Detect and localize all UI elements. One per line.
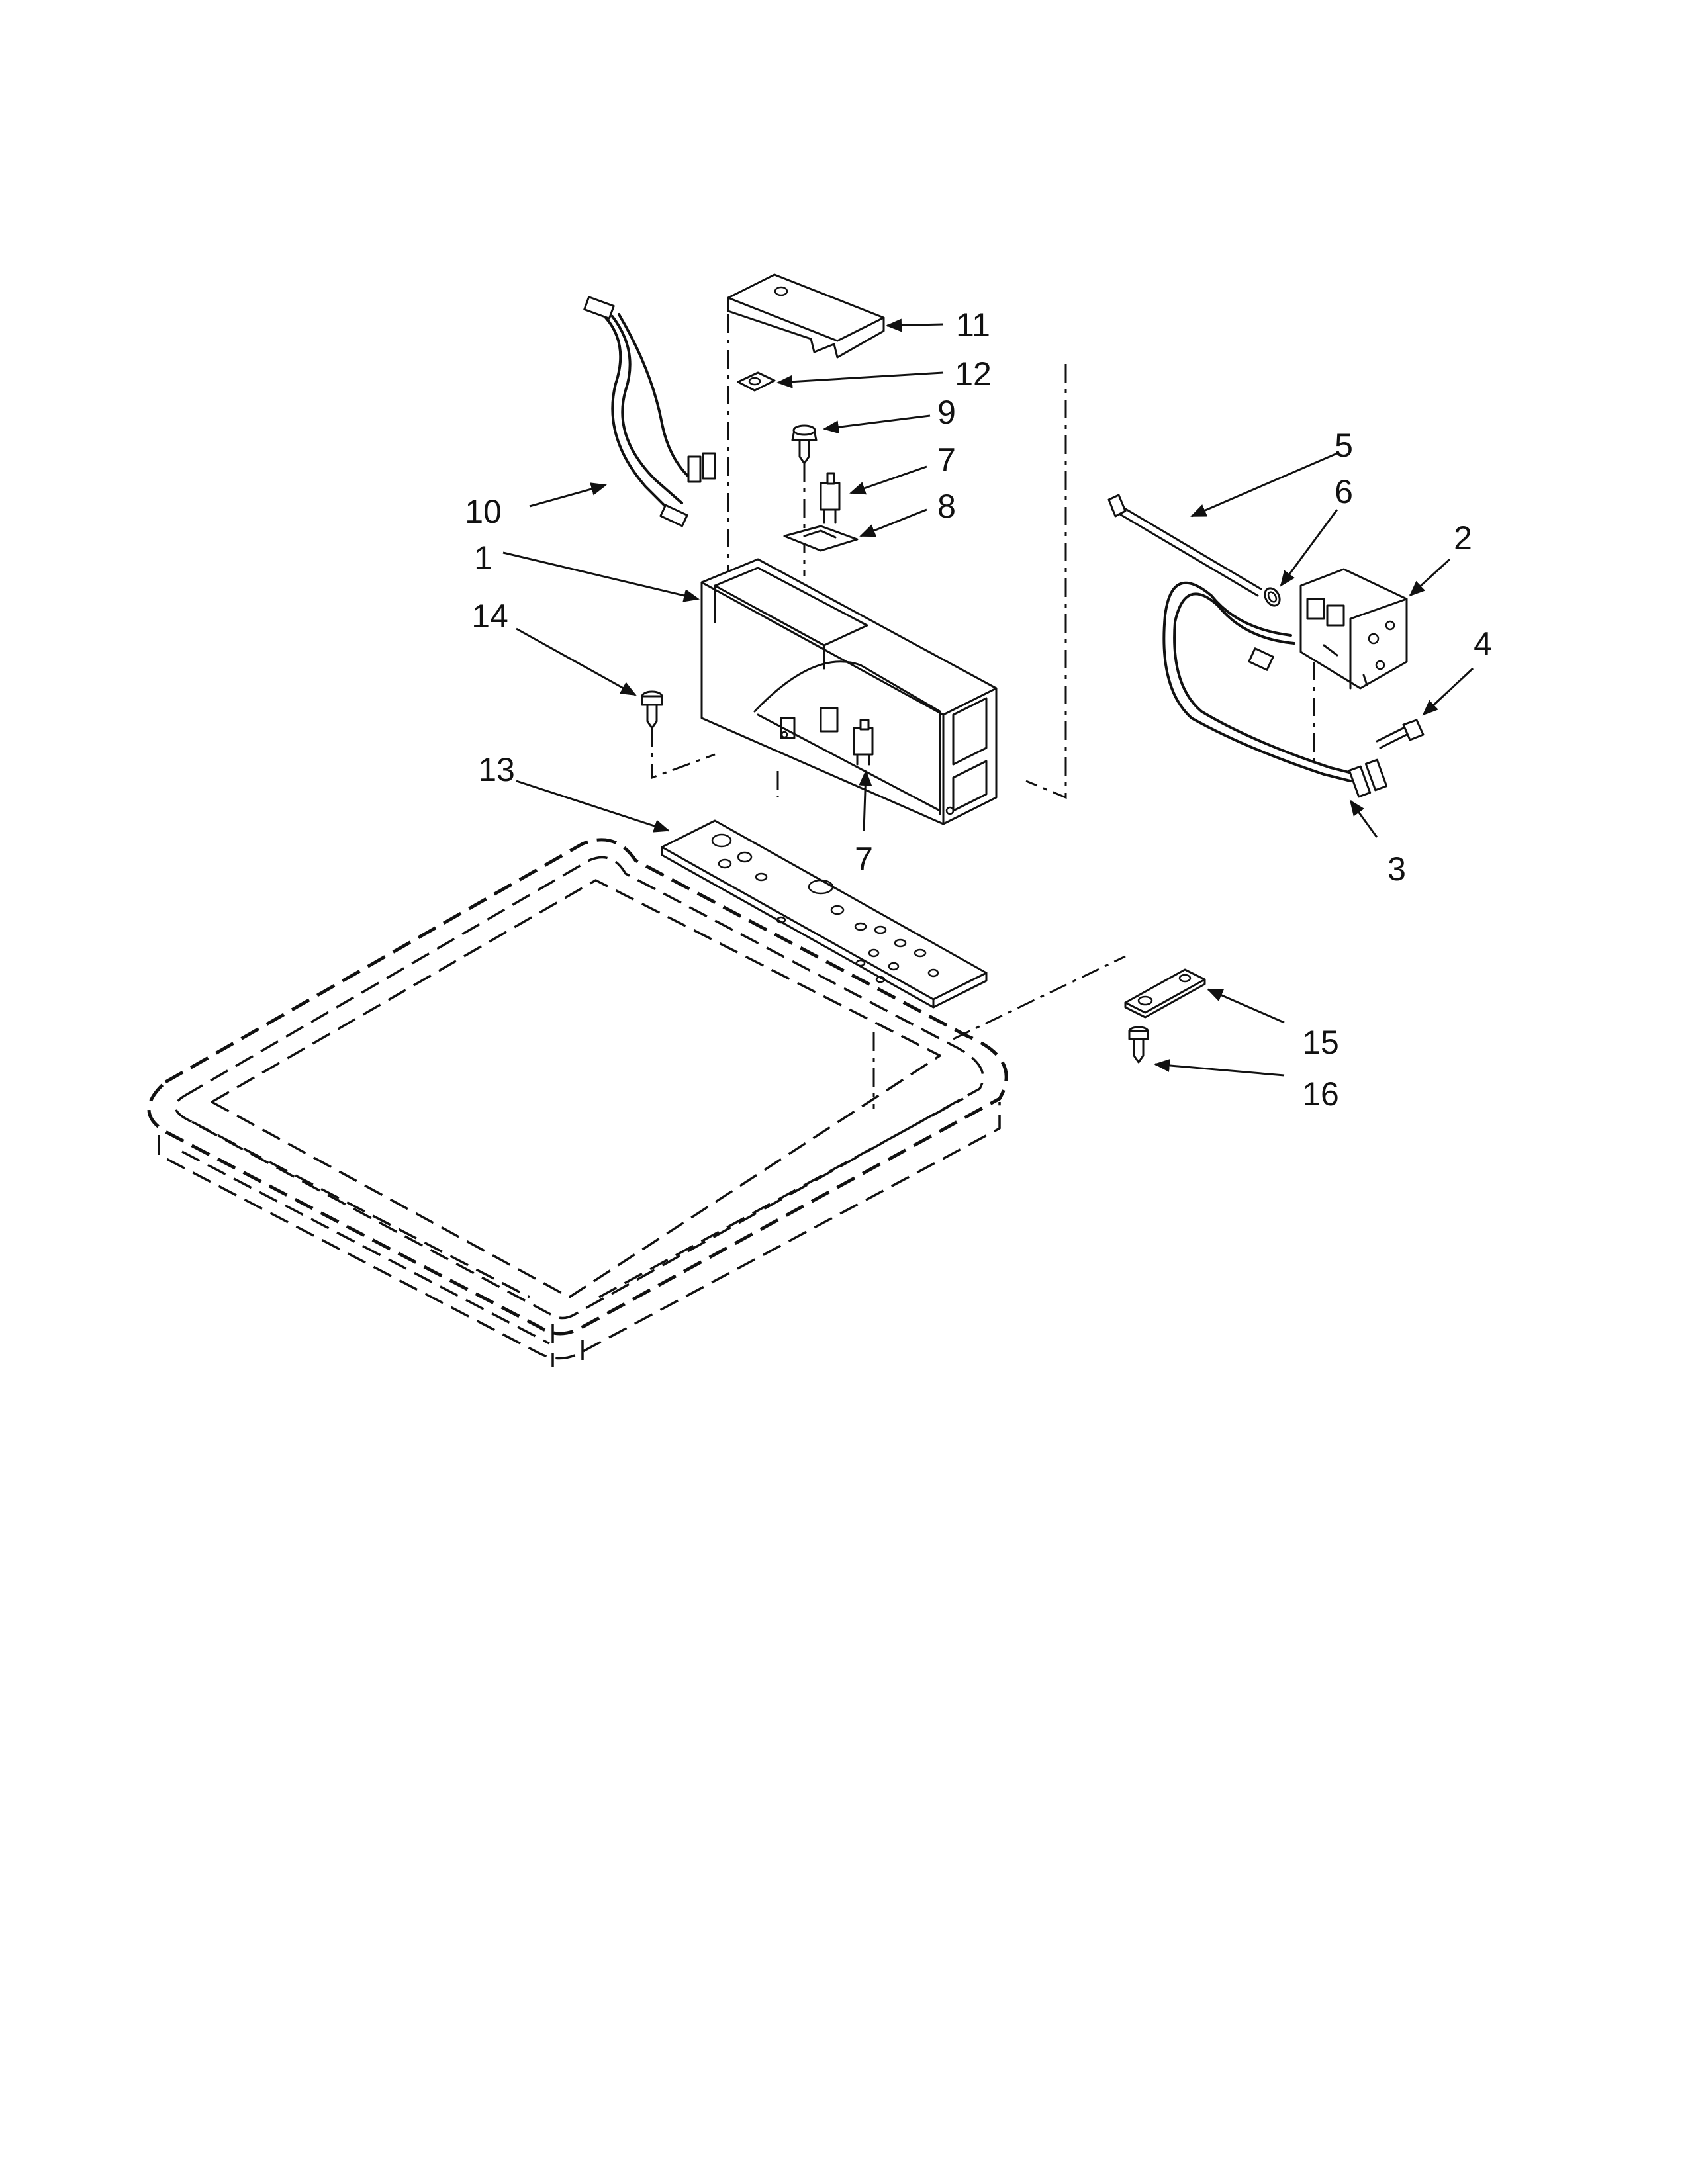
leader-2: [1409, 558, 1451, 597]
part-2-control-assembly: [1299, 568, 1408, 690]
callout-5: 5: [1335, 427, 1353, 464]
leader-1: [502, 551, 700, 602]
leader-7-upper: [849, 465, 927, 495]
part-7-switch-lower: [853, 719, 874, 766]
callout-2: 2: [1454, 520, 1472, 557]
leader-16: [1154, 1058, 1285, 1077]
callout-13: 13: [478, 751, 515, 788]
part-1-console-box: [700, 558, 998, 825]
part-5-shaft: [1107, 494, 1262, 597]
washer-top-frame-phantom: [147, 838, 1008, 1367]
callout-6: 6: [1335, 473, 1353, 510]
part-14-screw: [641, 690, 663, 729]
leader-4: [1422, 667, 1474, 716]
part-8-plate: [783, 525, 859, 552]
part-15-bracket: [1124, 968, 1206, 1019]
assembly-reference-lines: [651, 314, 1315, 1109]
leader-12: [776, 371, 944, 388]
callout-7-lower: 7: [855, 841, 873, 878]
leader-11: [886, 318, 944, 332]
callout-1: 1: [474, 539, 492, 576]
part-9-screw: [791, 424, 818, 465]
leader-8: [859, 508, 927, 537]
callout-7-upper: 7: [937, 441, 956, 478]
leader-15: [1207, 988, 1285, 1024]
callout-9: 9: [937, 394, 956, 431]
part-3-power-cord: [1162, 581, 1388, 798]
part-10-wire-harness: [583, 296, 716, 527]
part-4-screw: [1376, 719, 1425, 749]
leader-7-lower: [859, 770, 872, 831]
part-16-screw: [1128, 1026, 1149, 1064]
part-6-ring: [1264, 587, 1281, 607]
leader-6: [1280, 509, 1338, 587]
callout-15: 15: [1302, 1024, 1339, 1061]
part-12-clip: [737, 371, 776, 392]
leader-3: [1349, 799, 1378, 838]
leader-13: [516, 780, 670, 833]
callout-labels: 1 2 3 4 5 6 7 7 8 9 10 11 12 13 14 15 16: [465, 306, 1492, 1113]
callout-leaders: [502, 318, 1474, 1077]
leader-5: [1190, 452, 1338, 518]
leader-14: [516, 627, 637, 696]
callout-10: 10: [465, 493, 502, 530]
callout-8: 8: [937, 488, 956, 525]
callout-3: 3: [1387, 850, 1406, 887]
leader-10: [529, 482, 607, 508]
callout-11: 11: [956, 306, 990, 343]
callout-16: 16: [1302, 1075, 1339, 1113]
leader-9: [823, 414, 931, 434]
callout-14: 14: [471, 598, 508, 635]
part-13-panel-plate: [661, 819, 988, 1009]
part-11-cover: [727, 273, 885, 359]
part-7-switch-upper: [820, 472, 841, 524]
callout-12: 12: [955, 355, 992, 392]
callout-4: 4: [1474, 625, 1492, 662]
